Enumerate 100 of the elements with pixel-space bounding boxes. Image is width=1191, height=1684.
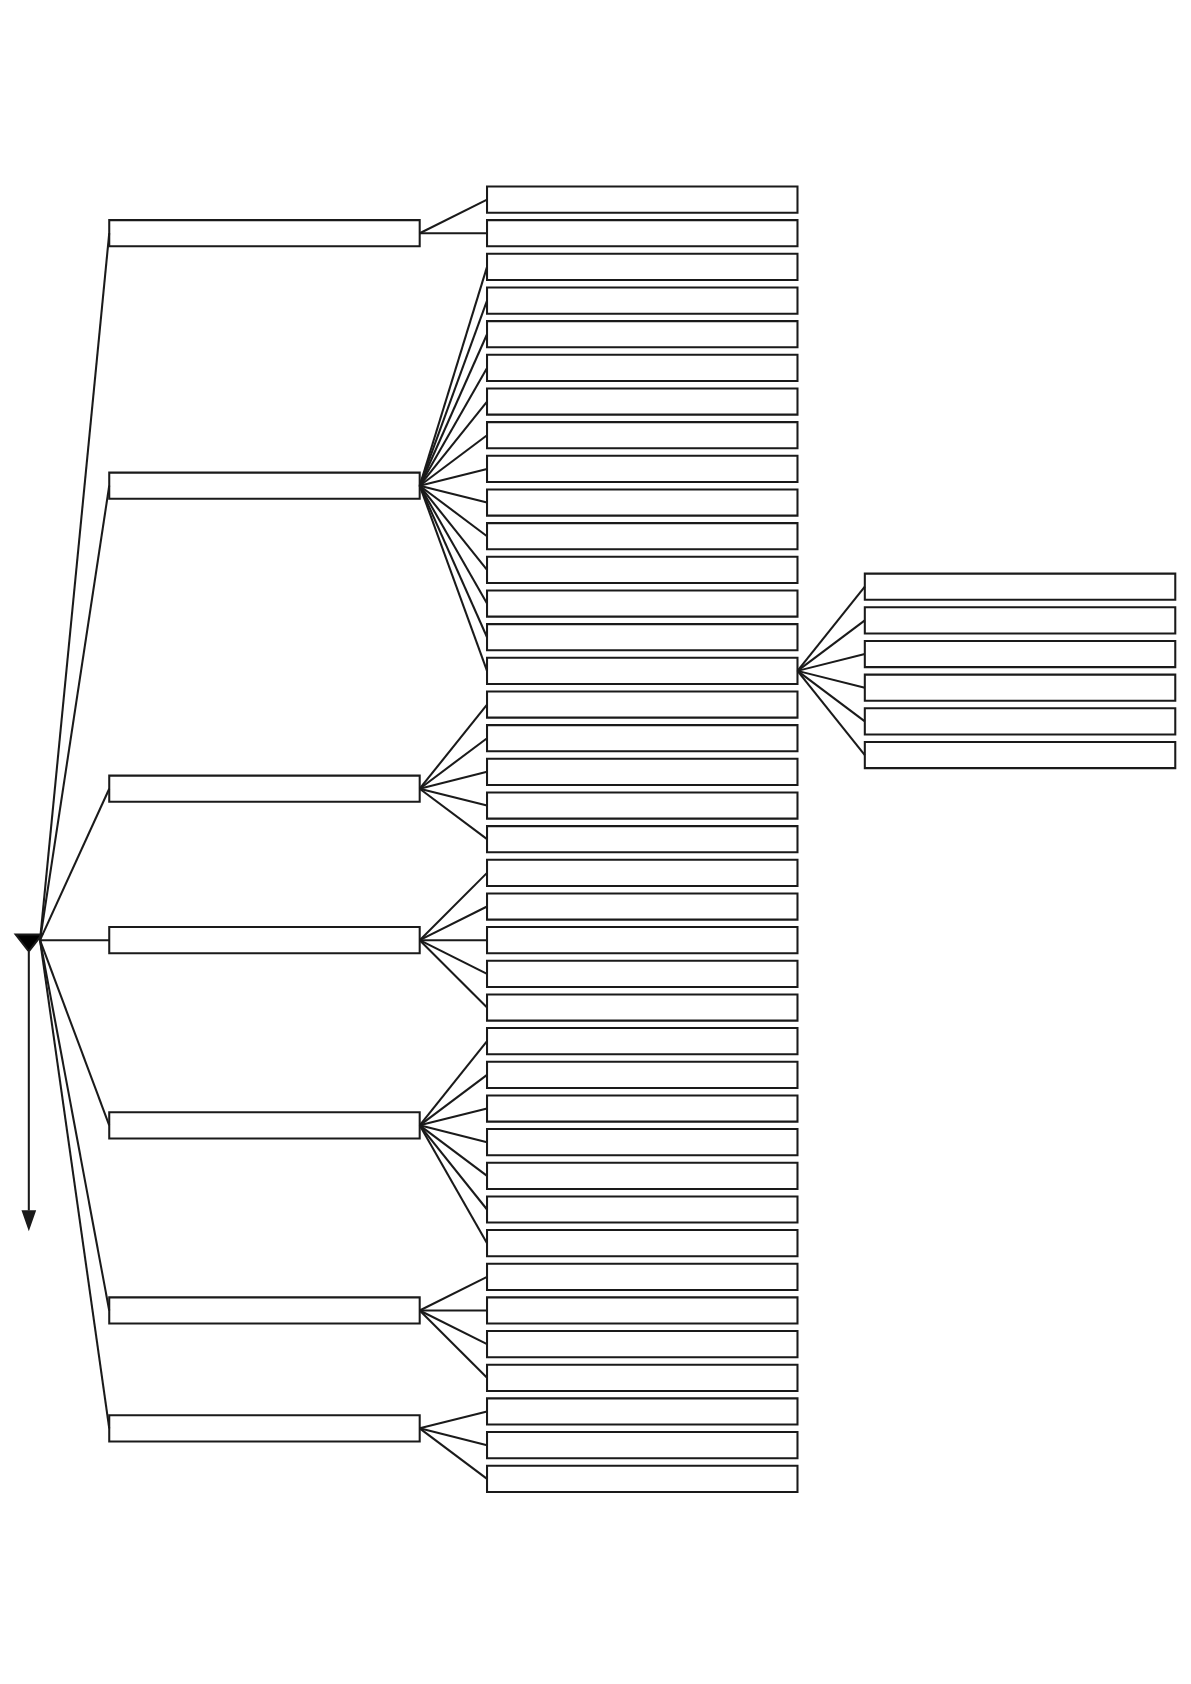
node-box [486,1094,799,1123]
node-box [486,589,799,618]
node-box [486,286,799,315]
node-box [486,1229,799,1258]
node-box [486,791,799,820]
connector [418,939,488,1009]
node-box [863,740,1177,770]
connector [419,1309,488,1346]
node-box [486,219,799,248]
node-box [863,639,1177,669]
arrow [21,951,37,1232]
node-box [108,471,421,500]
connector [39,939,111,1126]
node-box [108,219,421,248]
connector [418,1309,488,1379]
node-box [486,825,799,854]
connector [418,400,488,487]
node-box [486,1262,799,1291]
connector [419,787,488,840]
node-box [486,690,799,719]
node-box [863,707,1177,736]
connector [39,233,111,941]
node-box [486,959,799,988]
node-box [486,522,799,551]
node-box [486,892,799,921]
node-box [486,320,799,349]
node-box [486,623,799,652]
connector [39,940,111,1429]
connector [796,670,866,723]
connector [796,670,866,756]
connector [39,940,111,1311]
node-box [486,1161,799,1190]
connector [419,770,488,790]
node-box [486,858,799,887]
node-box [486,1195,799,1224]
node-box [486,1431,799,1460]
node-box [108,1414,421,1443]
node-box [486,421,799,450]
connector [39,788,111,941]
node-box [486,926,799,955]
connector [418,367,488,487]
connector [418,485,488,672]
connector [419,1427,488,1447]
connector [419,1074,488,1127]
connector [419,1124,488,1177]
connector [419,905,488,942]
connector [419,484,488,538]
node-box [108,926,421,955]
node-box [486,454,799,483]
connector [39,485,111,941]
connector [418,300,488,487]
connector [418,1040,488,1126]
node-box [486,1027,799,1056]
node-box [486,252,799,281]
connector [419,1309,488,1312]
node-box [486,1060,799,1089]
connector [419,434,488,487]
connector [419,737,488,790]
connector [418,485,488,605]
connector [418,333,488,487]
connector [419,232,488,235]
node-box [486,488,799,517]
node-box [863,572,1177,601]
connector [419,1427,488,1480]
node-box [486,1128,799,1157]
node-box [486,1464,799,1493]
connector [418,703,488,790]
connector [419,939,488,942]
node-box [486,185,799,214]
connector [40,939,110,942]
connector [419,1124,488,1144]
connector [419,467,488,487]
connector [797,669,866,689]
connector [419,198,488,235]
connector [796,586,866,672]
connector [419,939,488,975]
node-box [486,656,799,685]
node-box [486,1330,799,1359]
node-box [486,555,799,584]
connector [796,619,866,672]
node-box [108,774,421,803]
node-box [486,757,799,786]
node-box [486,1363,799,1392]
connector [418,485,488,638]
connector [419,787,488,807]
node-box [108,1296,421,1325]
node-box [108,1111,421,1140]
connector [419,1410,488,1430]
connector [418,266,488,487]
node-box [486,387,799,416]
node-box [486,1296,799,1325]
node-box [486,724,799,753]
node-box [486,353,799,382]
connector [419,484,488,504]
node-box [486,993,799,1022]
node-box [863,606,1177,635]
connector [418,1124,488,1244]
connector [419,1107,488,1127]
node-box [486,1397,799,1426]
connector [797,653,866,672]
